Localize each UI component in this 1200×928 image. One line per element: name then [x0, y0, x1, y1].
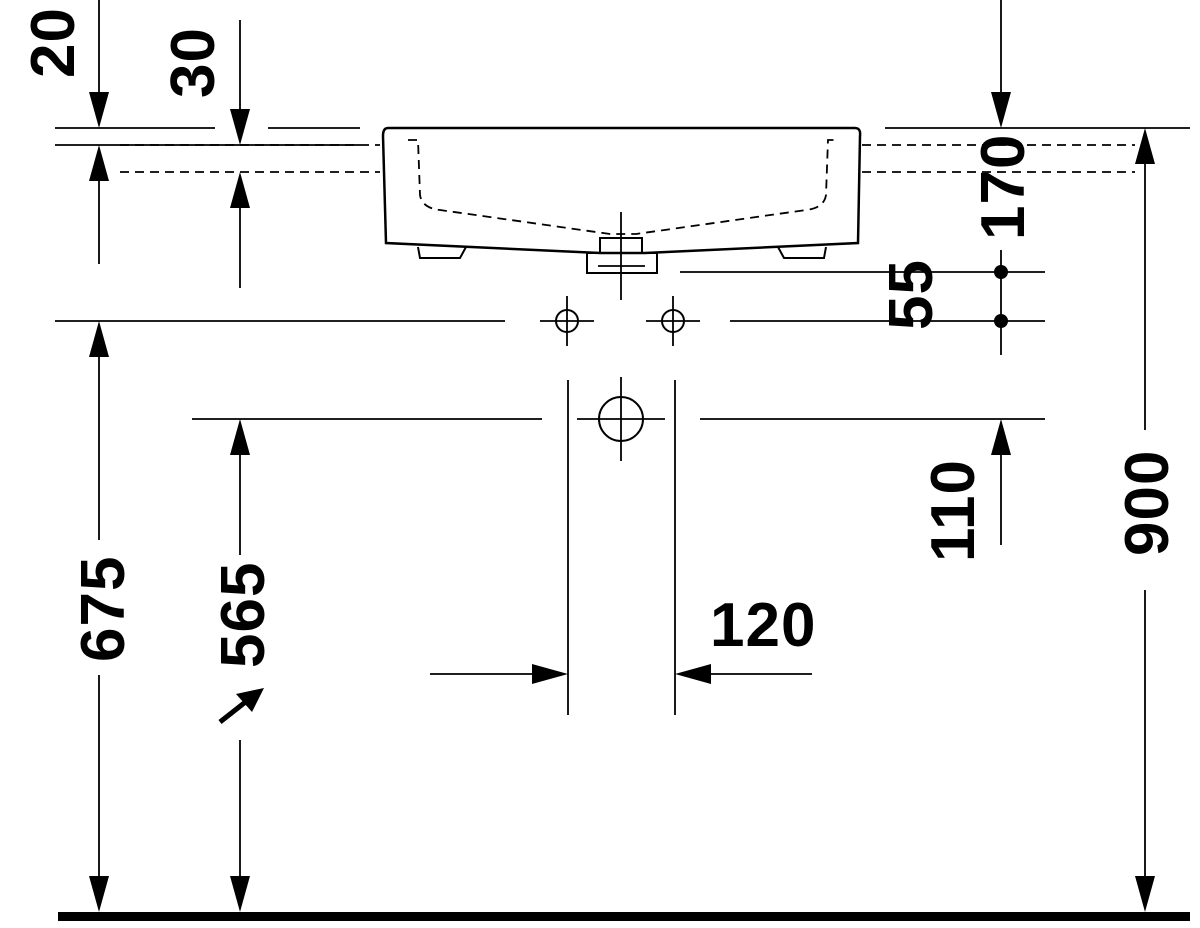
- dim-55: [994, 250, 1008, 355]
- diagonal-arrow-icon: [218, 688, 264, 724]
- dashed-reference-lines: [120, 144, 1135, 173]
- dim-label-55: 55: [877, 259, 946, 330]
- level-lines: [55, 271, 1045, 420]
- floor-line: [58, 912, 1190, 921]
- dim-label-900: 900: [1113, 450, 1182, 556]
- top-extension-lines: [55, 127, 1190, 146]
- dim-30: [230, 20, 250, 288]
- dim-565: [230, 419, 250, 912]
- water-connection-symbols: [540, 296, 700, 346]
- dim-label-120: 120: [710, 591, 816, 660]
- dim-20: [89, 0, 109, 264]
- dim-label-30: 30: [159, 27, 228, 98]
- dim-label-110: 110: [919, 459, 988, 562]
- dim-label-20: 20: [19, 7, 88, 78]
- dim-900: [1135, 128, 1155, 912]
- dim-110: [991, 419, 1011, 545]
- dim-675: [89, 321, 109, 912]
- dim-label-675: 675: [69, 556, 138, 662]
- dim-label-170: 170: [969, 134, 1038, 240]
- dim-120-extension: [430, 380, 812, 715]
- waste-connection-symbol: [577, 377, 665, 461]
- dim-170: [991, 0, 1011, 128]
- dim-label-565: 565: [209, 562, 278, 668]
- washbasin-outline: [381, 126, 862, 300]
